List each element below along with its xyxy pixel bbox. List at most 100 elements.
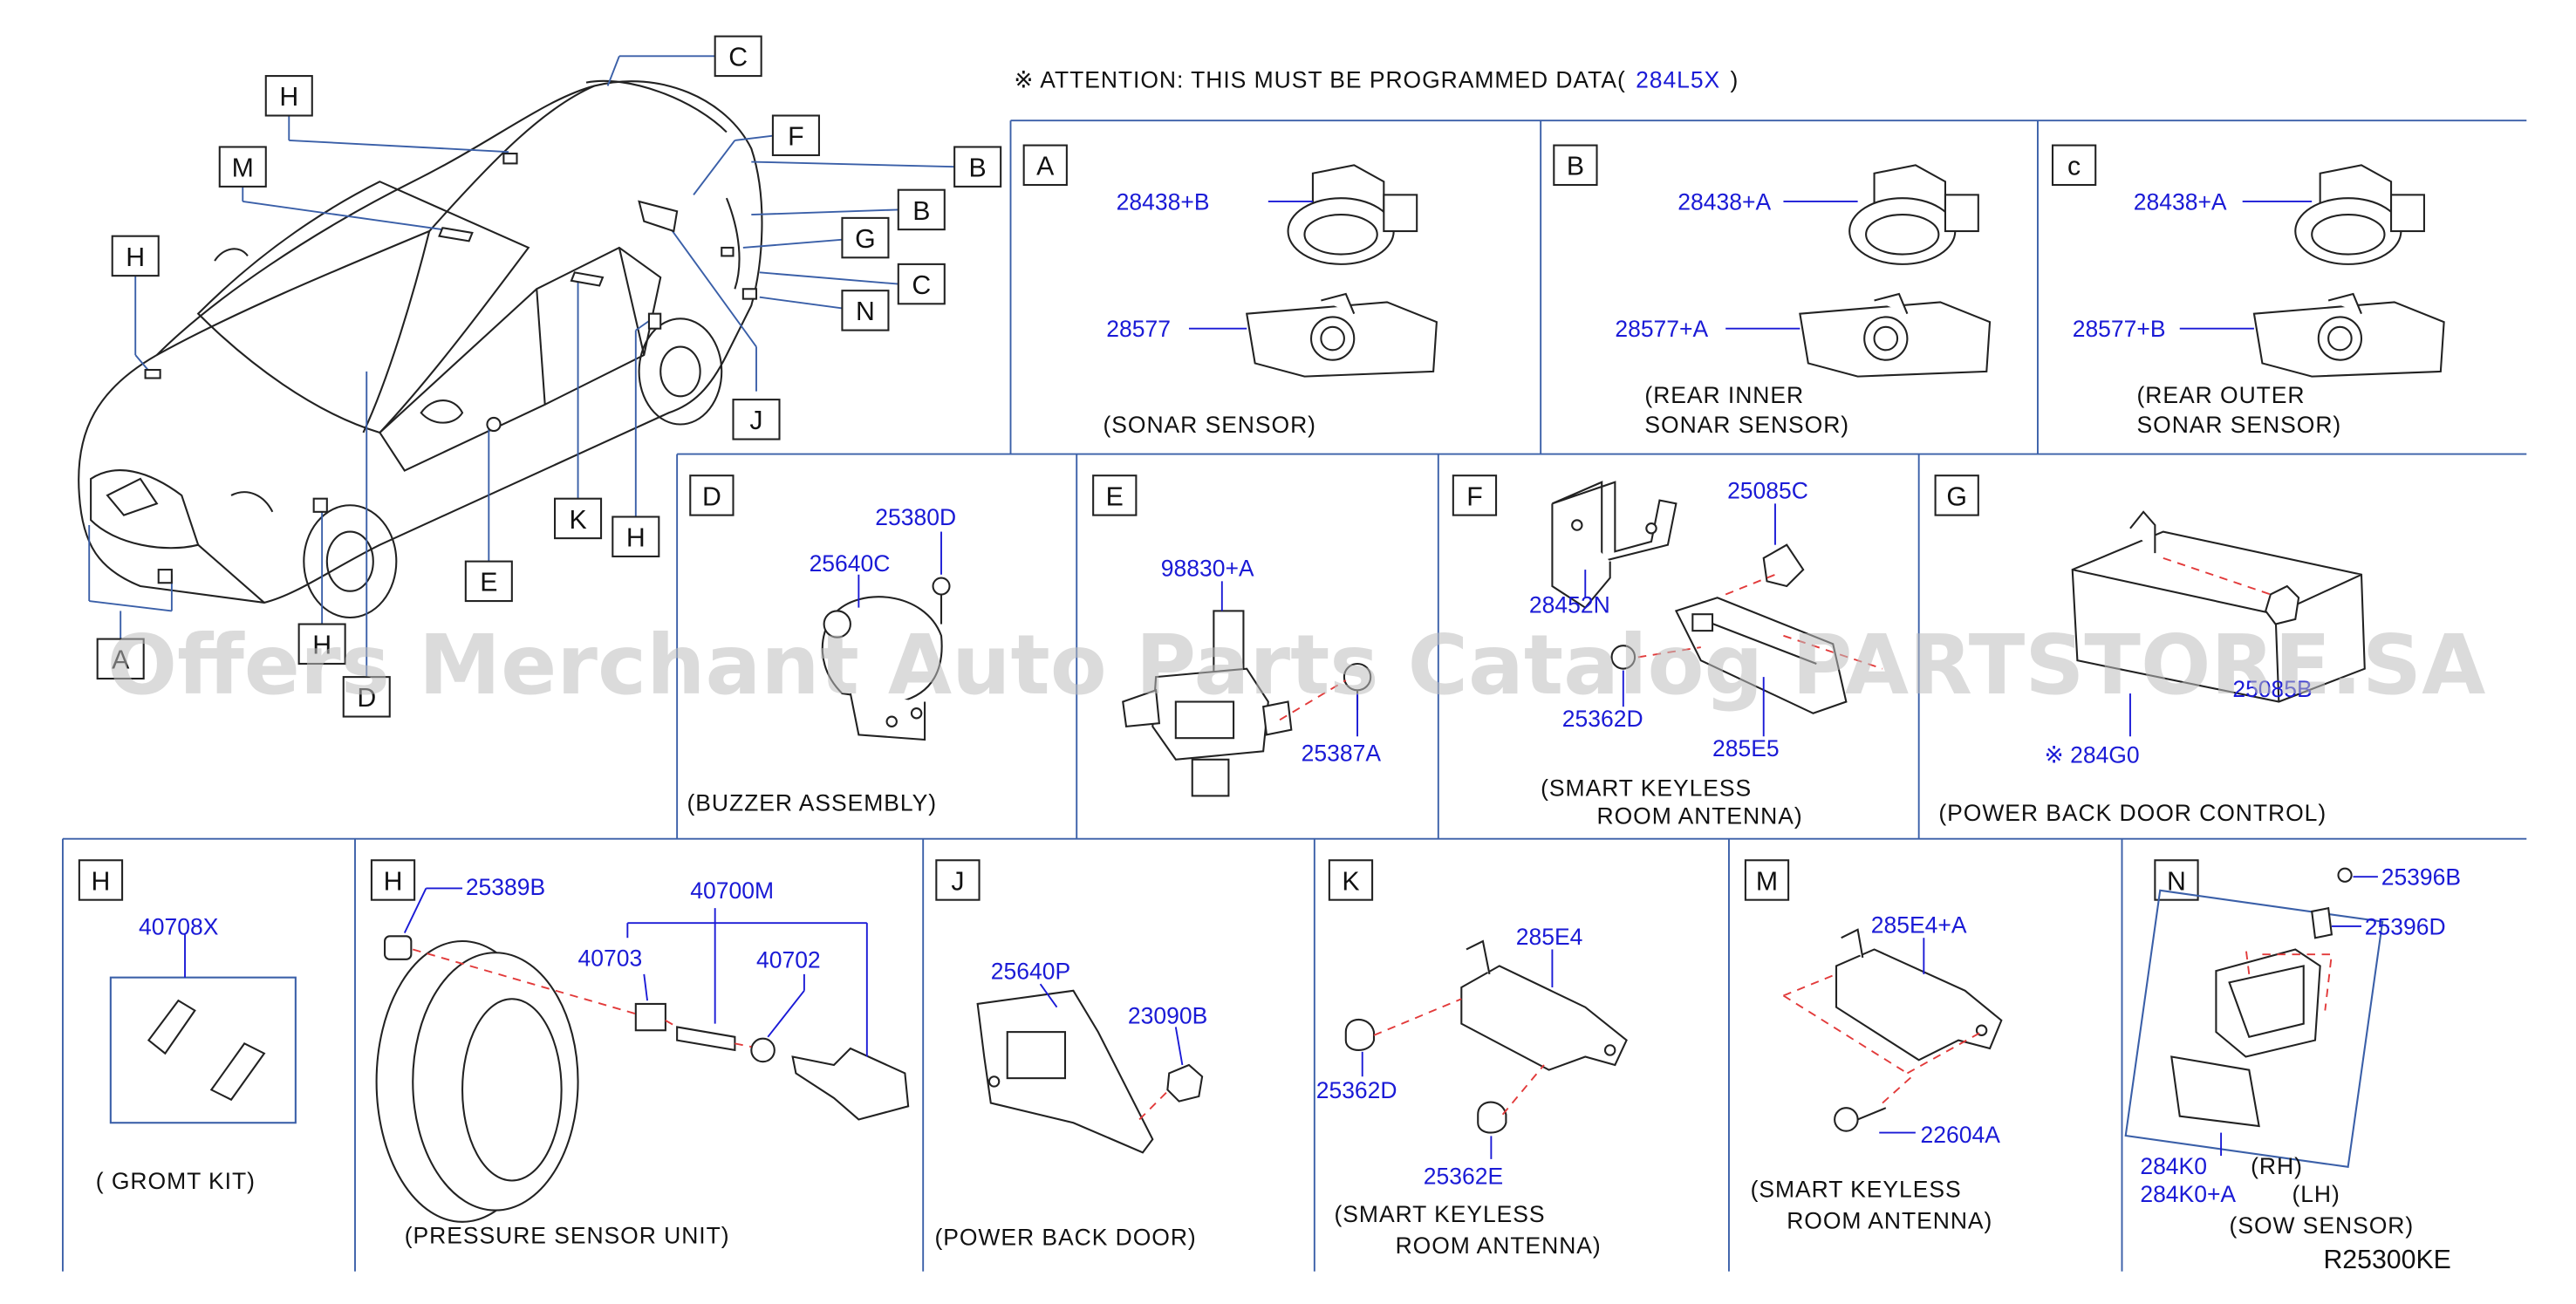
- sensor-module-icon: [1122, 610, 1293, 797]
- bracket-icon: [1551, 481, 1677, 610]
- svg-text:25380D: 25380D: [875, 504, 956, 530]
- svg-text:40700M: 40700M: [690, 877, 774, 904]
- svg-text:25387A: 25387A: [1302, 741, 1382, 767]
- svg-text:(SOW SENSOR): (SOW SENSOR): [2230, 1212, 2415, 1239]
- svg-text:25085B: 25085B: [2232, 676, 2312, 702]
- svg-text:25362E: 25362E: [1424, 1163, 1503, 1189]
- panel-b: B 28438+A 28577+A (REAR INNER SONAR SENS…: [1553, 144, 1992, 438]
- svg-text:(BUZZER ASSEMBLY): (BUZZER ASSEMBLY): [687, 789, 937, 816]
- svg-text:H: H: [312, 632, 331, 660]
- svg-text:28438+A: 28438+A: [1677, 188, 1771, 215]
- svg-text:284K0+A: 284K0+A: [2140, 1181, 2236, 1207]
- svg-text:K: K: [569, 506, 586, 535]
- svg-text:C: C: [912, 271, 931, 300]
- callout-e: E: [464, 560, 513, 603]
- panel-j: J 25640P 23090B (POWER BACK DOOR): [934, 859, 1207, 1250]
- svg-text:ROOM ANTENNA): ROOM ANTENNA): [1597, 803, 1803, 830]
- svg-text:J: J: [951, 867, 964, 896]
- svg-text:23090B: 23090B: [1128, 1003, 1207, 1029]
- svg-text:284K0: 284K0: [2140, 1153, 2207, 1179]
- pin-icon: [1610, 645, 1636, 670]
- svg-text:G: G: [1946, 482, 1967, 511]
- nut-icon: [2265, 584, 2300, 625]
- panel-e: E 98830+A 25387A: [1092, 474, 1382, 797]
- svg-text:J: J: [749, 406, 762, 435]
- callout-f: F: [771, 114, 820, 156]
- callout-h-roof: H: [264, 75, 313, 117]
- grommet-icon: [750, 1037, 776, 1063]
- svg-text:(REAR OUTER: (REAR OUTER: [2137, 382, 2306, 408]
- diagram-code: R25300KE: [2323, 1246, 2450, 1274]
- svg-text:40708X: 40708X: [139, 913, 219, 939]
- svg-text:( GROMT KIT): ( GROMT KIT): [96, 1168, 256, 1194]
- wheel-rim-icon: [375, 939, 579, 1223]
- panel-h-pressure-sensor: H 25389B 40700M 40703 40702 (PRESSURE SE…: [370, 859, 910, 1248]
- sonar-sensor-icon: [2294, 164, 2425, 265]
- svg-text:SONAR SENSOR): SONAR SENSOR): [1644, 412, 1849, 438]
- antenna-icon: [1674, 597, 1848, 714]
- svg-text:K: K: [1342, 867, 1359, 896]
- svg-text:25640C: 25640C: [810, 550, 891, 577]
- callout-n: N: [841, 290, 890, 331]
- vehicle-illustration: [78, 79, 763, 619]
- svg-text:M: M: [232, 154, 254, 183]
- panel-g: G 25085B ※ 284G0 (POWER BACK DOOR CONTRO…: [1934, 474, 2366, 826]
- svg-text:285E5: 285E5: [1712, 735, 1780, 761]
- pin-icon: [1477, 1101, 1507, 1134]
- svg-text:(REAR INNER: (REAR INNER: [1644, 382, 1804, 408]
- valve-cap-icon: [384, 935, 413, 960]
- svg-text:※ 284G0: ※ 284G0: [2045, 742, 2140, 768]
- valve-stem-icon: [676, 1026, 736, 1052]
- svg-text:D: D: [702, 482, 721, 511]
- svg-text:F: F: [788, 123, 804, 152]
- svg-text:H: H: [92, 867, 111, 896]
- screw-icon: [1834, 1107, 1887, 1132]
- svg-text:28438+A: 28438+A: [2134, 188, 2227, 215]
- panel-grid: [61, 119, 2527, 1272]
- svg-text:285E4: 285E4: [1516, 924, 1583, 950]
- svg-text:25362D: 25362D: [1316, 1077, 1397, 1103]
- svg-text:28452N: 28452N: [1529, 591, 1610, 618]
- svg-text:(SMART KEYLESS: (SMART KEYLESS: [1335, 1201, 1546, 1227]
- grommet-icon: [147, 999, 266, 1102]
- svg-text:(LH): (LH): [2292, 1181, 2340, 1207]
- sensor-bracket-icon: [2252, 292, 2445, 378]
- svg-text:(SONAR SENSOR): (SONAR SENSOR): [1104, 412, 1316, 438]
- sensor-bracket-icon: [1799, 292, 1992, 378]
- callout-b-top: B: [953, 146, 1002, 188]
- svg-text:B: B: [1567, 153, 1584, 181]
- antenna-icon: [1835, 928, 2003, 1062]
- svg-text:F: F: [1466, 482, 1483, 511]
- svg-text:C: C: [728, 44, 748, 72]
- callout-h-side: H: [612, 515, 660, 557]
- svg-text:SONAR SENSOR): SONAR SENSOR): [2137, 412, 2342, 438]
- svg-text:A: A: [1036, 153, 1055, 181]
- svg-text:25640P: 25640P: [991, 959, 1070, 985]
- sensor-bracket-icon: [1246, 292, 1438, 378]
- svg-text:(PRESSURE SENSOR UNIT): (PRESSURE SENSOR UNIT): [405, 1222, 730, 1248]
- callout-d: D: [342, 676, 391, 718]
- screw-icon: [2337, 867, 2353, 883]
- attention-text: ※ ATTENTION: THIS MUST BE PROGRAMMED DAT…: [1014, 66, 1739, 92]
- tpms-sensor-icon: [791, 1047, 910, 1121]
- svg-text:ROOM ANTENNA): ROOM ANTENNA): [1787, 1207, 1992, 1233]
- svg-text:H: H: [279, 83, 298, 112]
- svg-text:(SMART KEYLESS: (SMART KEYLESS: [1751, 1176, 1962, 1202]
- sensor-bracket-icon: [2215, 948, 2321, 1058]
- svg-text:H: H: [626, 524, 646, 553]
- svg-text:D: D: [357, 684, 376, 713]
- svg-text:22604A: 22604A: [1921, 1122, 2001, 1148]
- callout-h-wheel: H: [297, 623, 346, 666]
- svg-text:285E4+A: 285E4+A: [1871, 912, 1967, 939]
- clip-icon: [1762, 543, 1805, 588]
- callout-a: A: [96, 638, 145, 680]
- svg-text:98830+A: 98830+A: [1161, 556, 1254, 582]
- svg-text:28438+B: 28438+B: [1117, 188, 1210, 215]
- svg-text:25396D: 25396D: [2365, 913, 2446, 939]
- callout-c-roof: C: [714, 35, 762, 78]
- panel-d: D 25380D 25640C (BUZZER ASSEMBLY): [687, 474, 956, 816]
- nut-icon: [1166, 1063, 1204, 1103]
- svg-text:H: H: [384, 867, 403, 896]
- car-callout-leaders: [88, 55, 955, 678]
